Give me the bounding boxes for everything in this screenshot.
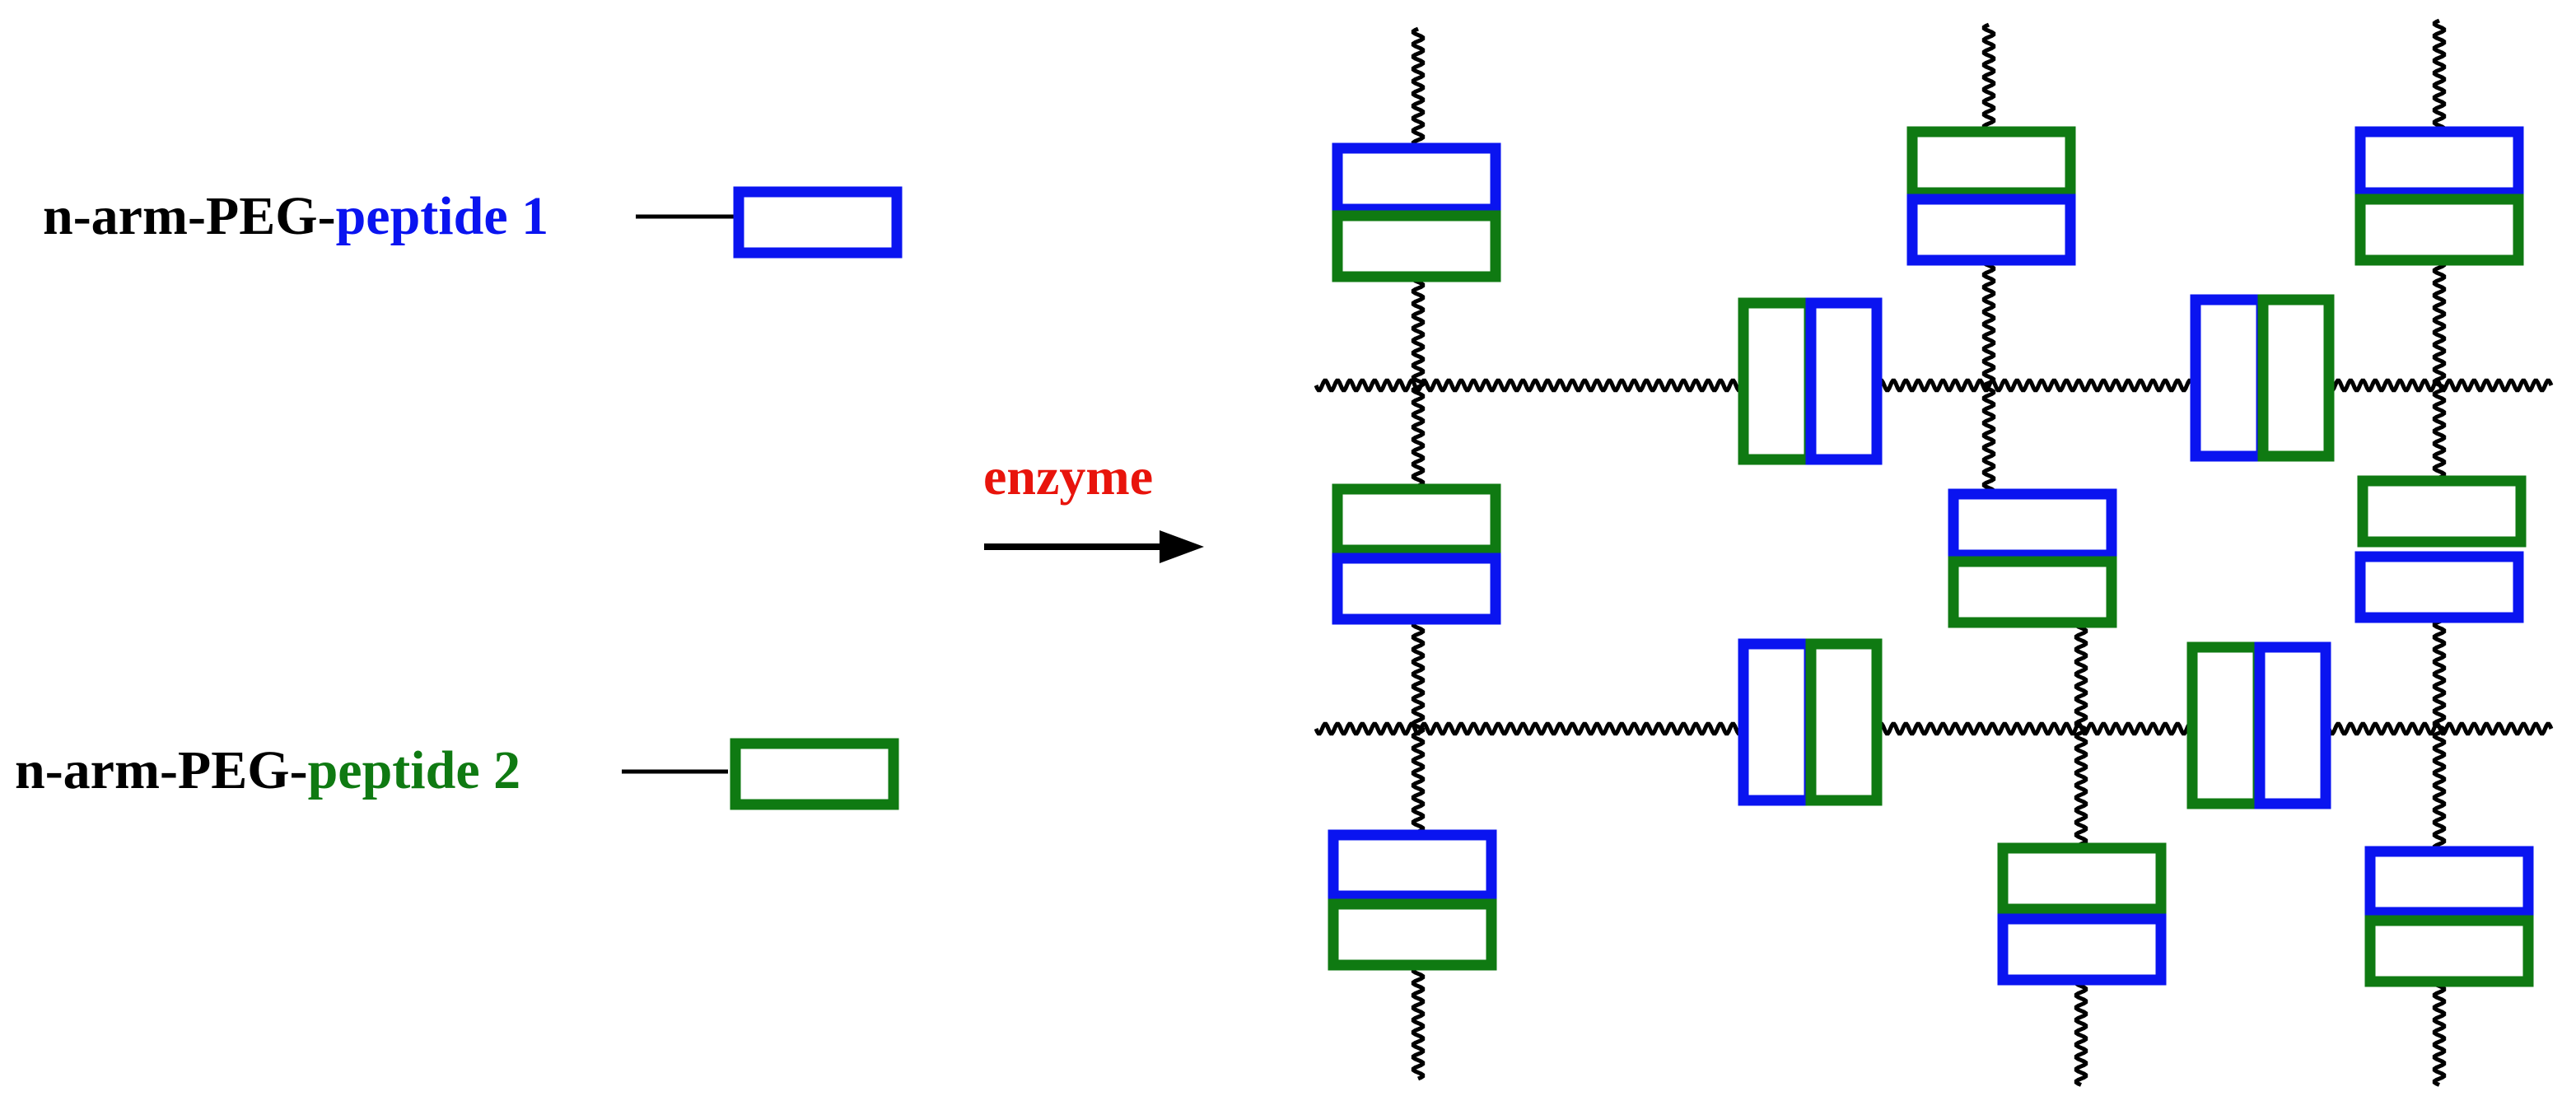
peptide-block-pair-5-bottom: [1948, 556, 2117, 628]
peptide-block-pair-6-bottom: [2354, 194, 2524, 266]
peptide-block-pair-9-bottom: [2364, 915, 2534, 987]
peptide-block-group: [1328, 126, 2534, 987]
peptide-block-side-pair-1-right: [1805, 297, 1883, 465]
legend-peptide-2-label: n-arm-PEG-peptide 2: [15, 740, 520, 800]
peptide-block-pair-2-top: [1332, 483, 1501, 556]
peptide-block-side-pair-2-right: [2257, 294, 2335, 462]
peptide-block-pair-6-top: [2354, 126, 2524, 198]
peptide-block-pair-3-top: [1328, 829, 1497, 902]
peptide-block-side-pair-2-left: [2190, 294, 2267, 462]
peptide-block-side-pair-3-left: [1738, 638, 1815, 806]
legend-peptide-2-prefix: n-arm-PEG-: [15, 740, 308, 800]
peptide-block-side-pair-4-right: [2254, 641, 2331, 809]
peptide-block-pair-8-bottom: [1997, 913, 2167, 986]
peptide-block-pair-1-top: [1332, 142, 1501, 215]
peptide-block-pair-7-top: [2357, 475, 2527, 548]
legend-peptide-1-label: n-arm-PEG-peptide 1: [43, 186, 548, 246]
legend-peptide-2-block: [730, 738, 899, 810]
legend-peptide-1-block: [733, 186, 903, 259]
peptide-block-pair-1-bottom: [1332, 210, 1501, 282]
peptide-block-side-pair-1-left: [1738, 297, 1815, 465]
peptide-block-pair-5-top: [1948, 488, 2117, 561]
peptide-block-side-pair-4-left: [2186, 641, 2264, 809]
legend-peptide-1-name: peptide 1: [336, 186, 549, 246]
peptide-block-pair-4-bottom: [1906, 194, 2076, 266]
peptide-block-pair-8-top: [1997, 842, 2167, 915]
reaction-arrow: [984, 530, 1204, 563]
peptide-block-pair-9-top: [2364, 846, 2534, 918]
peg-chain-horizontal-1: [1314, 378, 2554, 393]
peptide-block-pair-7-bottom: [2354, 551, 2524, 623]
peptide-block-pair-3-bottom: [1328, 898, 1497, 971]
peptide-block-side-pair-3-right: [1805, 638, 1883, 806]
peptide-block-pair-2-bottom: [1332, 553, 1501, 625]
peg-chain-horizontal-2: [1314, 721, 2554, 736]
enzyme-label: enzyme: [983, 447, 1153, 506]
peptide-block-pair-4-top: [1906, 126, 2076, 198]
legend-peptide-1-prefix: n-arm-PEG-: [43, 186, 336, 246]
legend-peptide-2-name: peptide 2: [308, 740, 521, 800]
